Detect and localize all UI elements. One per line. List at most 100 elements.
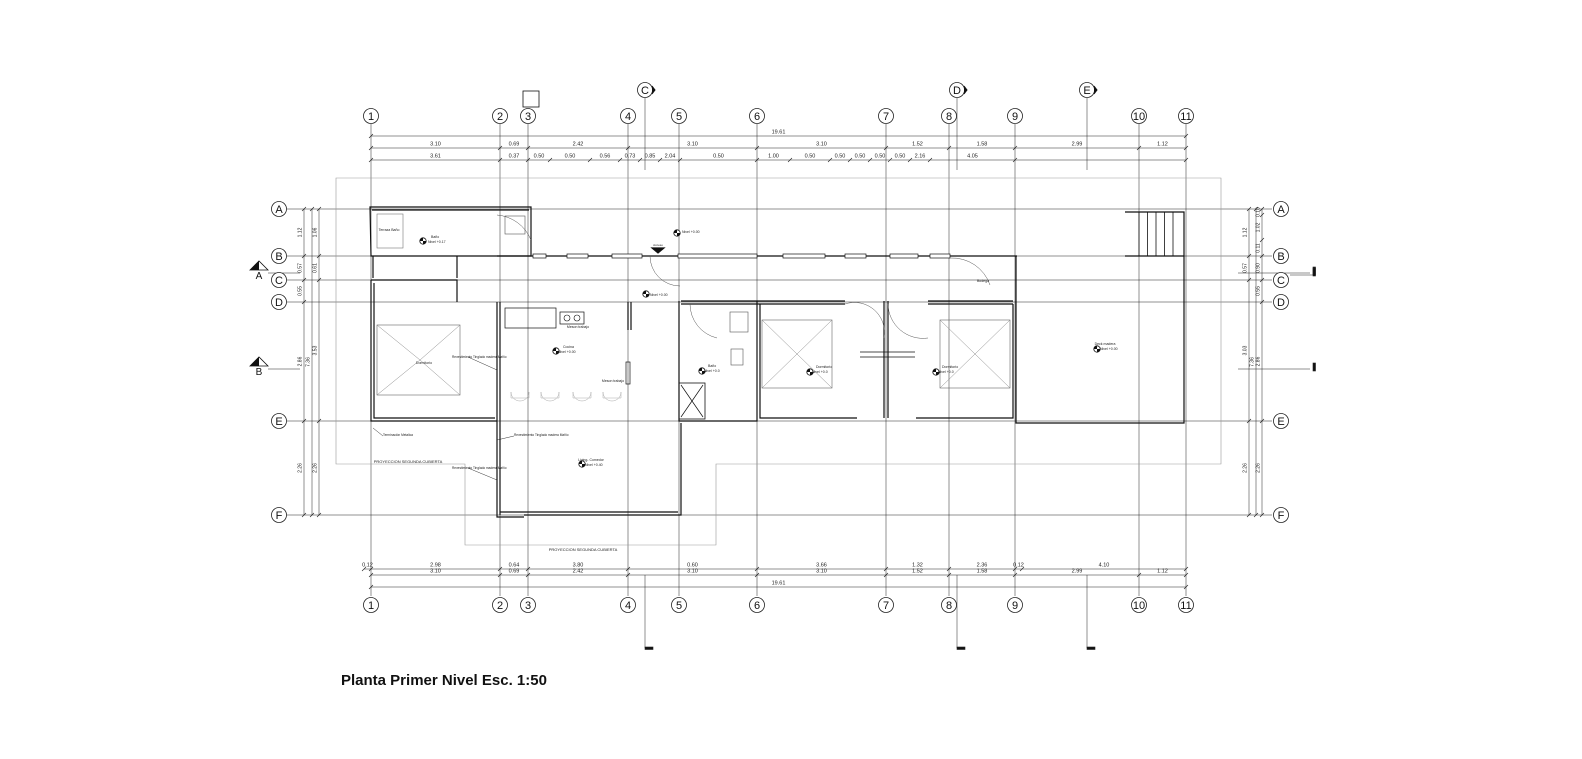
dim-top-row3-tick [637, 157, 643, 163]
annotation-terminacion: Terminación Metalica [383, 433, 413, 437]
dim-right-outer-value: 0.11 [1256, 243, 1262, 253]
wall-segment [928, 300, 1013, 305]
window [929, 253, 951, 259]
bed [939, 319, 1011, 389]
dim-right-inner-value: 3.03 [1243, 345, 1249, 355]
dim-left-outer-tick [301, 277, 307, 283]
door-swing [689, 303, 718, 339]
grid-row-left-B-circle [271, 248, 287, 264]
dim-left-inner-value: 2.26 [313, 463, 319, 473]
dim-top-row3-tick [1183, 157, 1189, 163]
dim-left-outer-value: 0.55 [298, 286, 304, 296]
dim-bottom-row2-tick [525, 572, 531, 578]
dim-left-total-tick [309, 512, 315, 518]
dim-bottom-row1-value: 1.32 [912, 563, 923, 569]
bed-cover [376, 324, 461, 396]
dim-left-outer-tick [301, 418, 307, 424]
dim-bottom-row1-value: 4.10 [1099, 563, 1110, 569]
dim-right-total-tick [1253, 512, 1259, 518]
wall-segment [916, 256, 1185, 424]
dim-top-row2-value: 1.52 [912, 142, 923, 148]
grid-row-right-F-circle [1273, 507, 1289, 523]
room-label-deck: Deck madera [1095, 342, 1116, 346]
dim-left-total-value: 7.36 [306, 357, 312, 367]
door-swing [949, 257, 991, 286]
wall-segment [500, 423, 682, 516]
grid-row-right-A-label: A [1277, 204, 1285, 216]
dim-bottom-row1-tick [946, 566, 952, 572]
dim-top-row3-value: 0.50 [534, 154, 545, 160]
room-label-bano-2: Baño [708, 364, 716, 368]
dim-right-outer-tick [1259, 512, 1265, 518]
room-level-living: Nivel +0.40 [585, 463, 603, 467]
level-mark-fill [932, 368, 940, 376]
room-label-meson-2: Meson trabajo [602, 379, 624, 383]
dim-top-row3-tick [368, 157, 374, 163]
dim-bottom-row1-tick [1019, 566, 1025, 572]
grid-row-left-F-label: F [276, 510, 283, 522]
dim-top-row3-value: 0.85 [645, 154, 656, 160]
grid-col-top-1-label: 1 [368, 111, 374, 123]
stool [572, 391, 592, 402]
grid-col-bottom-11-circle [1178, 597, 1194, 613]
dim-top-row3-tick [587, 157, 593, 163]
room-level-escalera: Nivel +0.00 [650, 293, 668, 297]
grid-col-top-5-circle [671, 108, 687, 124]
dim-top-row3-value: 0.37 [509, 154, 520, 160]
grid-row-right-A-circle [1273, 201, 1289, 217]
section-marker-left-A: A [256, 271, 263, 282]
grid-col-top-10-label: 10 [1133, 111, 1145, 123]
dim-right-outer-value: 0.90 [1256, 263, 1262, 273]
dim-right-inner-value: 0.57 [1243, 263, 1249, 273]
window [532, 253, 547, 259]
grid-row-right-E-label: E [1277, 416, 1284, 428]
wall-segment [759, 301, 889, 419]
section-arrow [651, 85, 656, 95]
dim-left-inner-value: 1.06 [313, 227, 319, 237]
dim-right-inner-tick [1246, 206, 1252, 212]
dim-right-total-tick [1253, 206, 1259, 212]
grid-row-right-D-label: D [1277, 297, 1285, 309]
grid-col-bottom-5-circle [671, 597, 687, 613]
dim-bottom-row1-tick [625, 566, 631, 572]
dim-top-row3-tick [867, 157, 873, 163]
dim-top-row3-tick [927, 157, 933, 163]
dim-top-row3-tick [525, 157, 531, 163]
toilet [730, 348, 744, 366]
dim-left-inner-value: 3.53 [313, 345, 319, 355]
grid-row-right-B-label: B [1277, 251, 1284, 263]
section-cut-end [1086, 646, 1096, 650]
dim-bottom-row2-tick [1012, 572, 1018, 578]
dim-top-row2-value: 3.10 [430, 142, 441, 148]
sink [729, 311, 749, 333]
dim-bottom-row1-tick [1183, 566, 1189, 572]
dim-top-row3-tick [1012, 157, 1018, 163]
burner [573, 314, 581, 322]
grid-col-top-5-label: 5 [676, 111, 682, 123]
dim-bottom-row1-tick [754, 566, 760, 572]
dim-bottom-row2-value: 2.42 [573, 569, 584, 575]
dim-right-outer-tick [1259, 277, 1265, 283]
dim-top-row3-value: 0.56 [600, 154, 611, 160]
grid-col-top-10-circle [1131, 108, 1147, 124]
dim-top-row3-value: 0.50 [805, 154, 816, 160]
annotation-revestimiento-3: Revestimiento Tinglado madera Mañío [452, 466, 507, 470]
dim-left-outer-value: 0.57 [298, 263, 304, 273]
grid-row-right-D-circle [1273, 294, 1289, 310]
section-cut-end [956, 646, 966, 650]
dim-bottom-row2-value: 1.12 [1157, 569, 1168, 575]
dim-bottom-row2-value: 1.58 [977, 569, 988, 575]
dim-bottom-row2-value: 3.10 [430, 569, 441, 575]
dim-top-row3-value: 4.05 [967, 154, 978, 160]
room-label-acceso: Acceso [653, 243, 663, 247]
dim-right-outer-value: 1.02 [1256, 222, 1262, 232]
dim-top-row3-tick [907, 157, 913, 163]
room-level-dormitorio-3: Nivel +0.0 [938, 370, 954, 374]
window [782, 253, 826, 259]
dim-bottom-row2-tick [883, 572, 889, 578]
grid-row-left-D-label: D [275, 297, 283, 309]
grid-col-top-4-circle [620, 108, 636, 124]
annotation-revestimiento-2: Revestimiento Tinglado madera Mañío [514, 433, 569, 437]
room-label-terraza: Terraza Baño [379, 228, 400, 232]
dim-left-total-tick [309, 206, 315, 212]
